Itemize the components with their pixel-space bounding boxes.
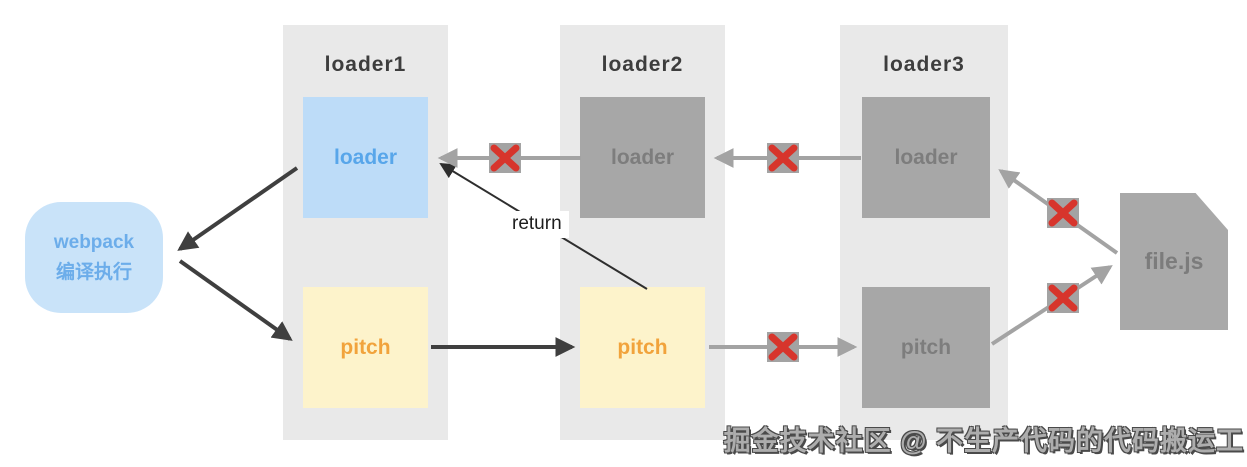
loader1-loader-label: loader [333, 145, 398, 169]
skip-x-icon [1047, 283, 1079, 313]
arrow-file-to-loader3-skipped [998, 169, 1119, 255]
arrow-loader1-to-webpack [177, 166, 299, 251]
loader2-column: loader2 loader pitch [560, 25, 725, 440]
arrow-pitch3-to-file-skipped [990, 265, 1113, 346]
loader3-pitch-box: pitch [862, 287, 990, 408]
skip-x-icon [767, 332, 799, 362]
webpack-node-line1: webpack [53, 232, 135, 254]
skip-x-icon [489, 143, 521, 173]
loader1-pitch-label: pitch [340, 335, 391, 359]
loader3-column: loader3 loader pitch [840, 25, 1008, 440]
loader2-loader-label: loader [610, 145, 675, 169]
file-js-label: file.js [1144, 248, 1204, 274]
loader3-loader-box: loader [862, 97, 990, 218]
loader1-loader-box: loader [303, 97, 428, 218]
loader1-pitch-box: pitch [303, 287, 428, 408]
arrow-webpack-to-pitch1 [178, 259, 293, 341]
file-js-node: file.js [1120, 193, 1228, 330]
loader3-pitch-label: pitch [900, 335, 952, 359]
skip-x-icon [1047, 198, 1079, 228]
loader1-title: loader1 [324, 53, 407, 76]
return-label: return [505, 211, 569, 238]
webpack-node: webpack 编译执行 [25, 202, 163, 313]
loader2-pitch-label: pitch [617, 335, 668, 359]
webpack-node-line2: 编译执行 [55, 261, 132, 283]
watermark-text: 掘金技术社区 @ 不生产代码的代码搬运工 [723, 426, 1244, 456]
loader1-column: loader1 loader pitch [283, 25, 448, 440]
loader2-title: loader2 [601, 53, 684, 76]
loader3-loader-label: loader [894, 145, 958, 169]
loader2-pitch-box: pitch [580, 287, 705, 408]
skip-x-icon [767, 143, 799, 173]
loader2-loader-box: loader [580, 97, 705, 218]
loader3-title: loader3 [883, 53, 965, 76]
